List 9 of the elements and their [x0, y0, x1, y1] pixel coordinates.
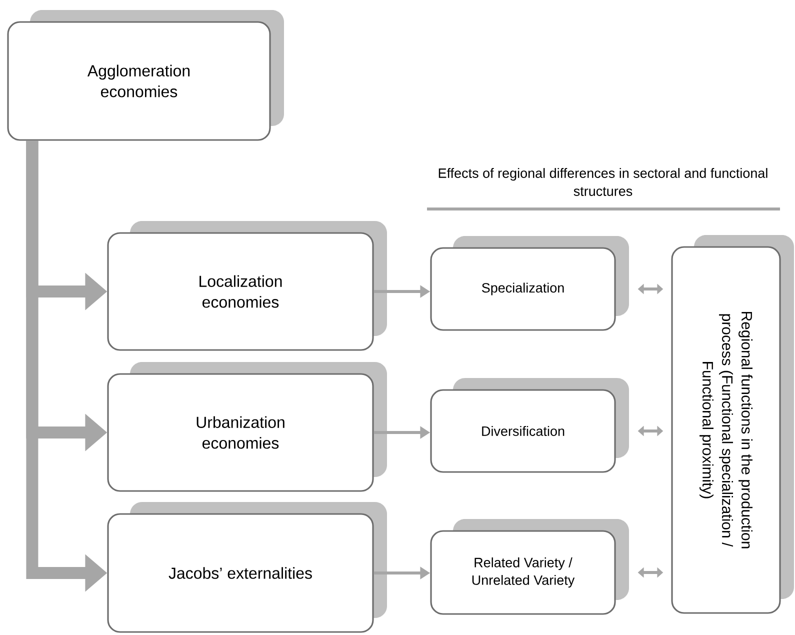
box: Specialization — [430, 236, 629, 331]
heading: Effects of regional differences in sectoral and functional structures — [438, 168, 768, 196]
box: Localization economies — [107, 221, 387, 351]
box: Agglomeration economies — [7, 10, 284, 141]
box: Diversification — [430, 378, 629, 473]
box: Urbanization economies — [107, 362, 387, 492]
box: Related Variety / Unrelated Variety — [430, 519, 629, 615]
box: Regional functions in the production process (Functional specialization / Functional proximity) — [671, 235, 794, 614]
box: Jacobs’ externalities — [107, 502, 387, 633]
